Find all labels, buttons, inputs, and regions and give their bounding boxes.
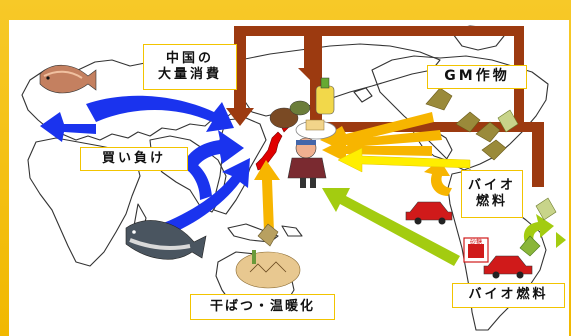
blue-arrow-europe (86, 95, 234, 132)
asia-north-outline (239, 43, 441, 117)
gm-crops-label: GM作物 (427, 65, 527, 89)
tuna-fish-illustration (125, 220, 207, 260)
orange-arrow-gm-low (322, 138, 432, 162)
blue-arrow-curl (182, 130, 244, 174)
yellow-arrow (337, 147, 471, 173)
orange-arrow-gm-mid (340, 130, 442, 154)
biofuel-north-line2: 燃料 (475, 194, 508, 209)
china-consumption-label: 中国の 大量消費 (143, 44, 237, 90)
gm-crop-illustrations (425, 87, 507, 161)
corn-illustration (497, 109, 557, 221)
biofuel-north-label: バイオ 燃料 (461, 170, 523, 218)
sugarcane-illustration (519, 235, 541, 257)
biofuel-north-line1: バイオ (467, 177, 516, 193)
car-illustration-north (405, 201, 453, 225)
orange-arrow-biofuel-curl (424, 160, 452, 196)
green-arrow-main (322, 188, 460, 266)
orange-arrows (254, 112, 452, 232)
farmer-figure-illustration (287, 137, 327, 188)
drought-land-illustration (235, 250, 301, 289)
sugar-sign: 砂糖 (463, 237, 489, 263)
salmon-fish-illustration (39, 64, 97, 94)
biofuel-south-label: バイオ燃料 (452, 283, 565, 308)
blue-arrow-outbid-left (40, 112, 96, 142)
china-consumption-line2: 大量消費 (157, 67, 222, 82)
china-outline (213, 117, 267, 215)
blue-arrow-africa (150, 158, 250, 238)
brown-arrow-top (246, 26, 520, 36)
blue-arrows (40, 95, 250, 238)
orange-arrow-drought (254, 160, 280, 232)
brown-arrow-stub (298, 36, 322, 80)
food-items-illustration (269, 77, 337, 140)
china-consumption-line1: 中国の (165, 50, 214, 66)
car-illustration-south (483, 255, 533, 279)
africa-outline (27, 137, 141, 267)
outbid-label: 買い負け (80, 147, 188, 171)
wheat-illustration (257, 223, 279, 247)
drought-warming-label: 干ばつ・温暖化 (190, 294, 335, 320)
sugar-sign-text: 砂糖 (470, 238, 482, 246)
